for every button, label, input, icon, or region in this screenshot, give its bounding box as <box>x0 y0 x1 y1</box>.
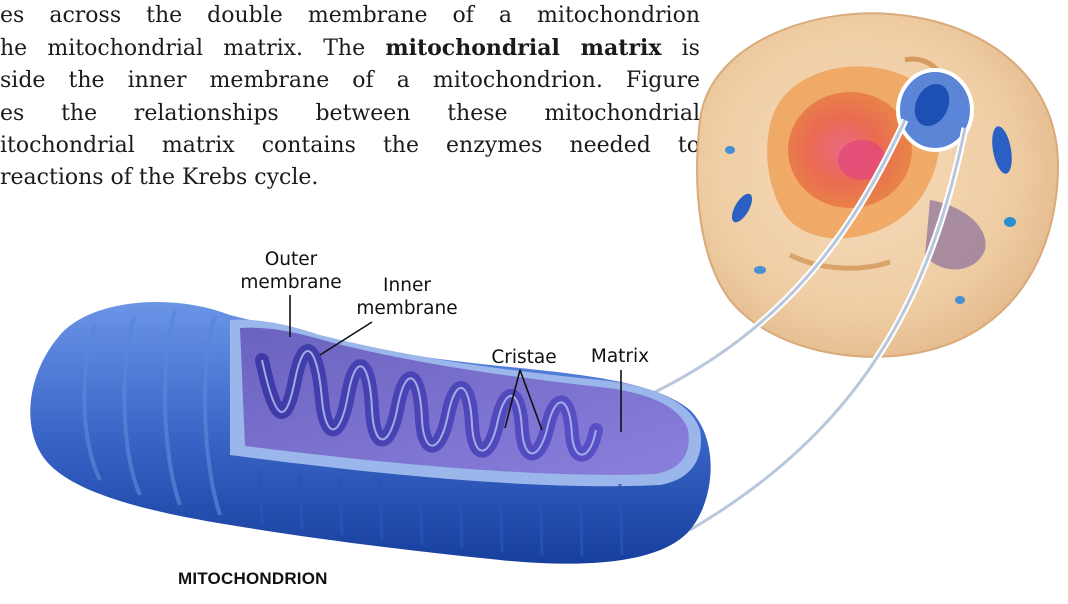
label-inner-line-1: Inner <box>342 274 472 297</box>
label-cristae: Cristae <box>484 346 564 369</box>
label-outer-line-1: Outer <box>226 248 356 271</box>
figure-caption: MITOCHONDRION <box>178 569 328 589</box>
label-outer-membrane: Outer membrane <box>226 248 356 294</box>
mitochondrion <box>30 302 710 564</box>
label-inner-membrane: Inner membrane <box>342 274 472 320</box>
label-matrix: Matrix <box>580 345 660 368</box>
label-outer-line-2: membrane <box>226 271 356 294</box>
animal-cell <box>697 13 1058 356</box>
label-inner-line-2: membrane <box>342 297 472 320</box>
